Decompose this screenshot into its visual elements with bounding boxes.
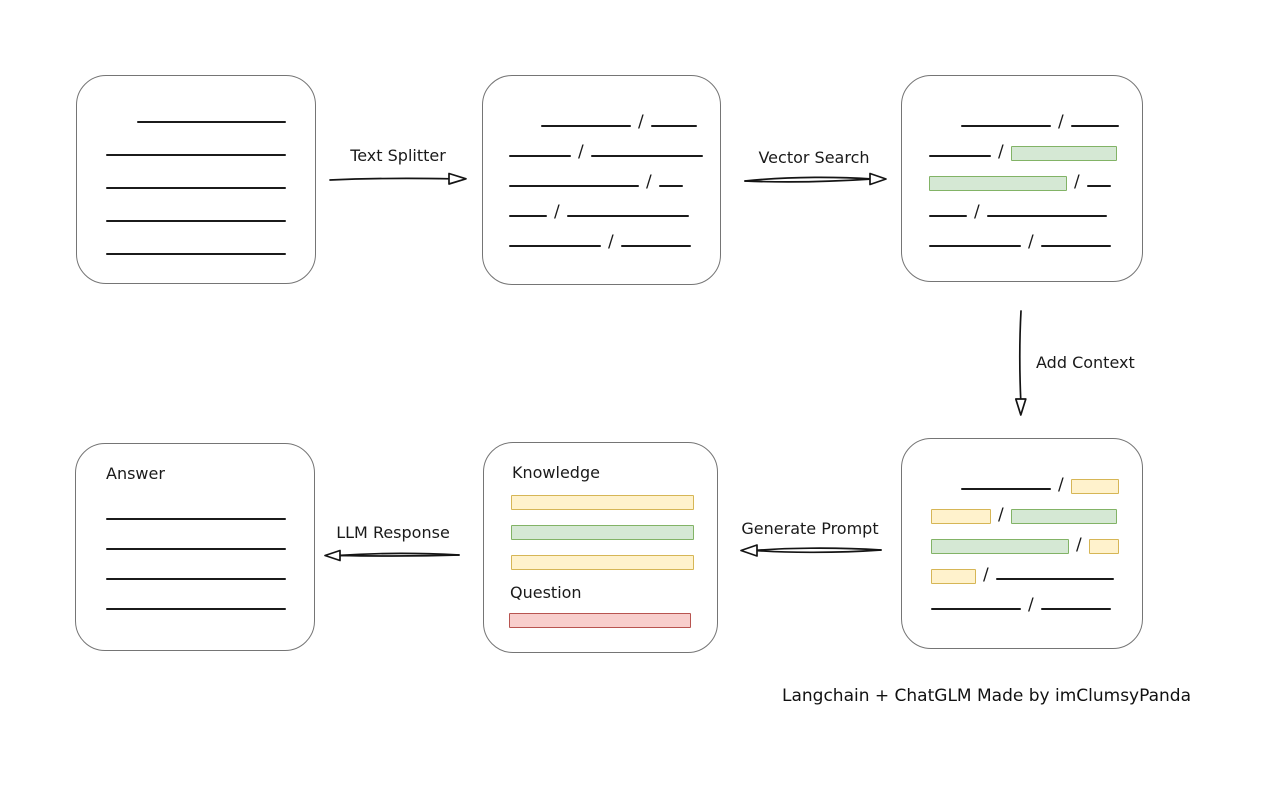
text-line (106, 518, 286, 520)
chunk-row: / (509, 143, 720, 161)
chunk-separator: / (998, 505, 1004, 525)
text-line (541, 125, 631, 127)
text-line (590, 155, 703, 157)
generate-prompt-arrow (740, 544, 882, 557)
diagram-caption: Langchain + ChatGLM Made by imClumsyPand… (782, 686, 1191, 706)
chunk-separator: / (638, 112, 644, 132)
text-line (620, 245, 691, 247)
chunk-separator: / (1058, 112, 1064, 132)
text-line (106, 187, 286, 189)
text-line (106, 548, 286, 550)
text-line (509, 185, 639, 187)
text-line (509, 155, 571, 157)
matched-chunk-green (1010, 146, 1117, 161)
chunk-separator: / (578, 142, 584, 162)
chunk-separator: / (1076, 535, 1082, 555)
knowledge-chunk-yellow (511, 555, 694, 570)
chunk-row: / (929, 143, 1142, 161)
vector-search-arrow (744, 172, 887, 186)
chunk-row: / (509, 203, 720, 221)
text-line (106, 578, 286, 580)
text-line (1070, 125, 1119, 127)
text-line (1086, 185, 1111, 187)
chunk-separator: / (1074, 172, 1080, 192)
chunk-row: / (929, 233, 1142, 251)
matched-chunk-green (1010, 509, 1117, 524)
chunk-row: / (509, 233, 720, 251)
chunk-separator: / (983, 565, 989, 585)
add-context-arrow (1014, 310, 1027, 416)
text-line (1040, 608, 1111, 610)
text-line (106, 154, 286, 156)
context-chunk-yellow (1070, 479, 1119, 494)
generate-prompt-label: Generate Prompt (741, 519, 879, 538)
context-chunk-yellow (1088, 539, 1119, 554)
text-line (106, 220, 286, 222)
matched-chunk-green (929, 176, 1067, 191)
text-line (986, 215, 1107, 217)
answer-label: Answer (106, 464, 165, 483)
llm-response-label: LLM Response (336, 523, 450, 542)
chunk-separator: / (1028, 595, 1034, 615)
add-context-label: Add Context (1036, 353, 1135, 372)
text-line (650, 125, 697, 127)
text-line (961, 125, 1051, 127)
chunk-row: / (961, 113, 1142, 131)
context-chunk-yellow (931, 569, 976, 584)
source-document-box (76, 75, 316, 284)
llm-response-arrow (324, 549, 460, 562)
chunk-row: / (541, 113, 720, 131)
vector-search-label: Vector Search (758, 148, 870, 167)
knowledge-chunk-yellow (511, 495, 694, 510)
answer-box: Answer (75, 443, 315, 651)
chunk-row: / (509, 173, 720, 191)
chunk-separator: / (646, 172, 652, 192)
chunk-row: / (931, 506, 1142, 524)
chunk-row: / (931, 536, 1142, 554)
chunk-row: / (929, 173, 1142, 191)
matched-chunk-green (931, 539, 1069, 554)
text-line (1040, 245, 1111, 247)
chunk-separator: / (554, 202, 560, 222)
chunk-row: / (929, 203, 1142, 221)
question-label: Question (510, 583, 582, 602)
chunk-row: / (961, 476, 1142, 494)
chunk-separator: / (974, 202, 980, 222)
prompt-box: Knowledge Question (483, 442, 718, 653)
chunk-row: / (931, 566, 1142, 584)
text-line (509, 215, 547, 217)
text-line (106, 608, 286, 610)
split-chunks-box: / / / / / (482, 75, 721, 285)
knowledge-chunk-green (511, 525, 694, 540)
text-line (658, 185, 683, 187)
text-line (106, 253, 286, 255)
context-chunk-yellow (931, 509, 991, 524)
vector-search-results-box: / / / / / (901, 75, 1143, 282)
text-splitter-arrow (329, 172, 467, 185)
text-line (929, 215, 967, 217)
text-line (509, 245, 601, 247)
text-line (929, 155, 991, 157)
chunk-separator: / (998, 142, 1004, 162)
text-line (961, 488, 1051, 490)
chunk-row: / (931, 596, 1142, 614)
knowledge-label: Knowledge (512, 463, 600, 482)
question-chunk-red (509, 613, 691, 628)
chunk-separator: / (1028, 232, 1034, 252)
chunk-separator: / (608, 232, 614, 252)
text-splitter-label: Text Splitter (350, 146, 446, 165)
text-line (931, 608, 1021, 610)
text-line (995, 578, 1114, 580)
text-line (929, 245, 1021, 247)
text-line (137, 121, 286, 123)
text-line (566, 215, 689, 217)
chunk-separator: / (1058, 475, 1064, 495)
context-chunks-box: / / / / / (901, 438, 1143, 649)
